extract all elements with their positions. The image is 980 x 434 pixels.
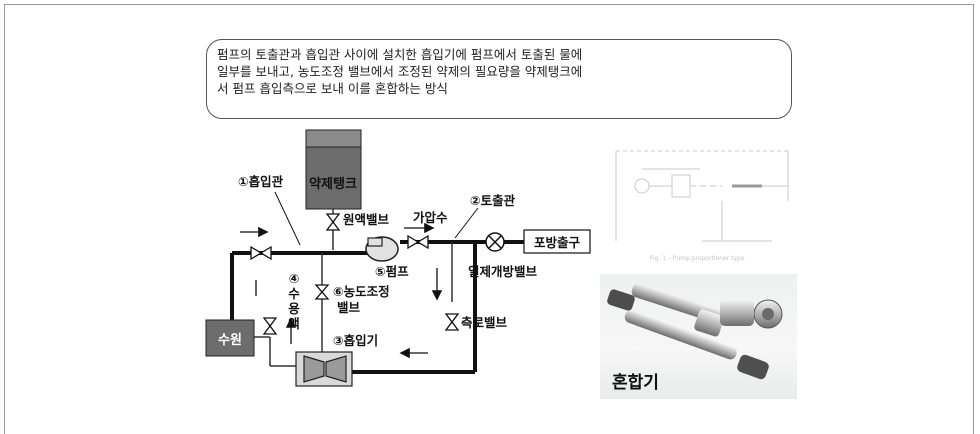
- water-source-label: 수원: [218, 333, 242, 348]
- foam-outlet-box: [523, 229, 591, 254]
- mixer-pipe-upper: [607, 283, 724, 337]
- deluge-valve-label: 일제개방밸브: [468, 264, 538, 279]
- discharge-pipe-leader: [454, 207, 479, 239]
- mixer-illustration: [607, 283, 783, 380]
- deluge-valve: [485, 232, 505, 252]
- foam-tank-label: 약제탱크: [309, 176, 357, 192]
- concentration-valve-label-2: 밸브: [337, 300, 361, 315]
- flow-arrows: [240, 222, 443, 359]
- eductor-label: ③흡입기: [333, 333, 378, 348]
- foam-tank: [305, 129, 362, 210]
- pump-label: ⑤펌프: [375, 264, 409, 279]
- pressurized-water-label: 가압수: [413, 210, 448, 225]
- water-source-box: [205, 319, 255, 357]
- solution-label: ④ 수 용 액: [288, 271, 300, 331]
- suction-valve: [250, 245, 272, 261]
- solution-label-char: 수: [288, 286, 300, 301]
- source-valve: [325, 213, 341, 231]
- mixer-pipe-lower: [624, 310, 769, 380]
- bypass-valve-label: 측로밸브: [461, 315, 508, 330]
- description-line-3: 서 펌프 흡입측으로 보내 이를 혼합하는 방식: [217, 81, 448, 96]
- figure-frame: [4, 4, 974, 434]
- bypass-valve: [444, 313, 460, 331]
- sketch-caption: Fig. 1 – Pump proportioner type: [650, 255, 745, 262]
- pump-proportioner-diagram: 약제탱크 수원: [205, 129, 591, 387]
- pump-symbol: [365, 236, 399, 262]
- description-line-2: 일부를 보내고, 농도조정 밸브에서 조정된 약제의 필요량을 약제탱크에: [217, 64, 583, 79]
- mixer-valve-body: [720, 299, 783, 329]
- solution-label-char: 용: [288, 301, 300, 316]
- description-line-1: 펌프의 토출관과 흡입관 사이에 설치한 흡입기에 펌프에서 토출된 물에: [217, 47, 583, 62]
- discharge-pipe-label: ②토출관: [470, 193, 516, 208]
- source-valve-label: 원액밸브: [343, 212, 390, 227]
- suction-pipe-label: ①흡입관: [238, 174, 284, 189]
- solution-label-char: 액: [288, 316, 300, 331]
- eductor: [295, 351, 353, 387]
- concentration-valve: [314, 284, 330, 300]
- foam-outlet-label: 포방출구: [534, 235, 581, 250]
- concentration-valve-label-1: ⑥농도조정: [333, 284, 390, 299]
- suction-pipe-leader: [274, 191, 301, 246]
- solution-valve: [262, 317, 278, 335]
- mixer-photo: 혼합기: [600, 274, 797, 399]
- discharge-valve: [407, 234, 429, 250]
- main-piping: [230, 240, 524, 380]
- mixer-label: 혼합기: [612, 373, 659, 393]
- solution-label-char: ④: [289, 271, 300, 286]
- description-box: 펌프의 토출관과 흡입관 사이에 설치한 흡입기에 펌프에서 토출된 물에 일부…: [206, 39, 792, 119]
- thin-piping: [254, 209, 453, 367]
- faded-reference-sketch: Fig. 1 – Pump proportioner type: [615, 150, 790, 262]
